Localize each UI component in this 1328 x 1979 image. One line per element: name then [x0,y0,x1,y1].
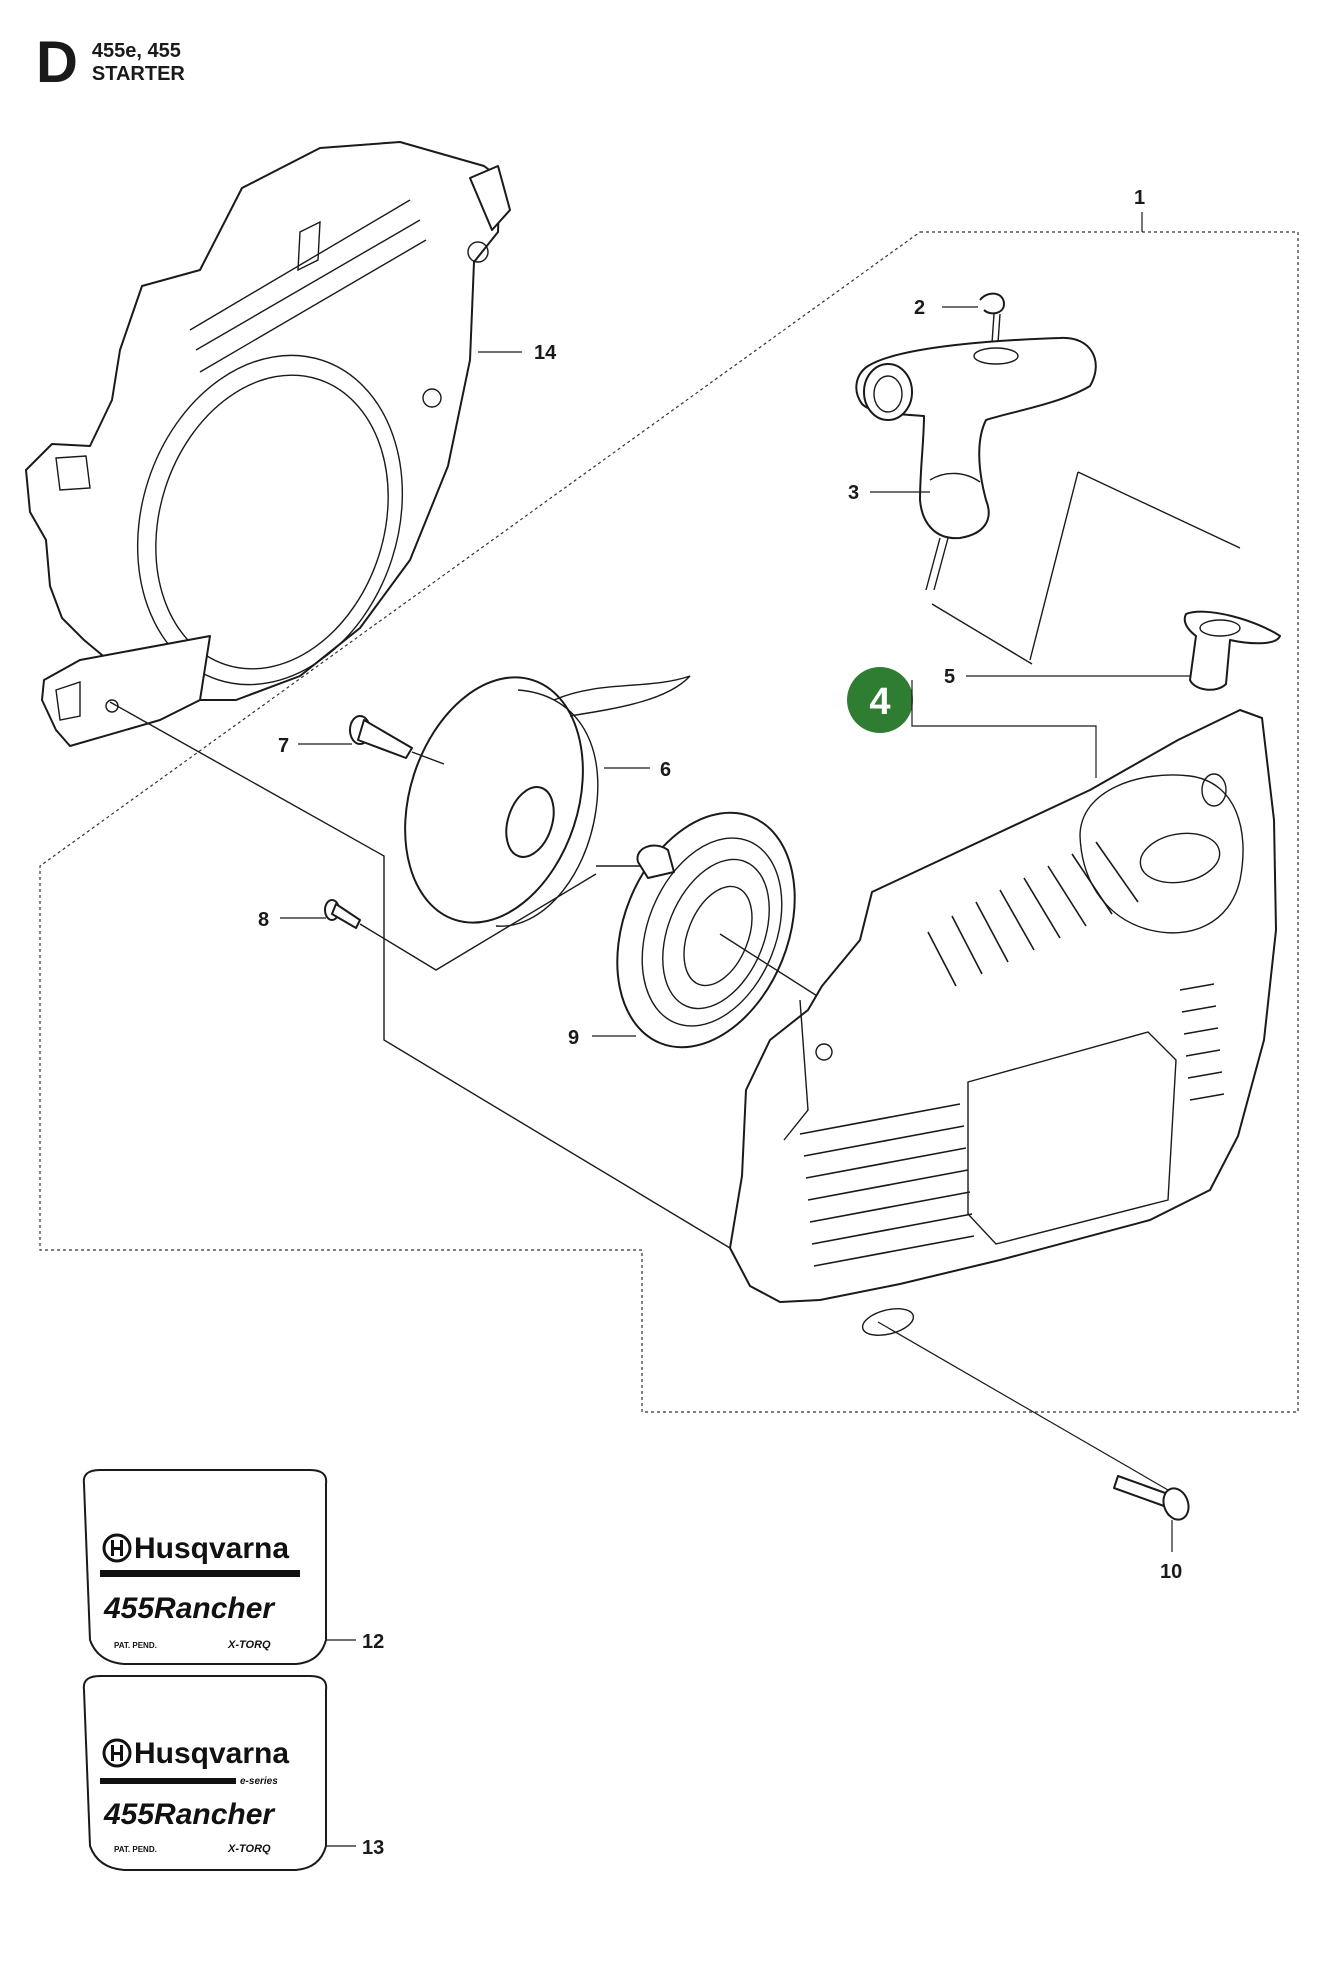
decal-13-brand: Husqvarna [134,1737,289,1770]
part-12-decal: Husqvarna 455Rancher PAT. PEND. X-TORQ [82,1469,328,1665]
part-3-starter-handle [855,336,1097,591]
part-13-decal: Husqvarna e-series 455Rancher PAT. PEND.… [82,1675,328,1871]
decal-12-xtorq: X-TORQ [227,1639,271,1651]
decal-13-xtorq: X-TORQ [227,1843,271,1855]
callout-13: 13 [362,1837,384,1859]
recoil-starter-housing [729,709,1277,1336]
decal-12-model: 455Rancher [103,1592,276,1625]
decal-13-pat: PAT. PEND. [114,1845,157,1854]
model-numbers: 455e, 455 [91,40,181,62]
callout-12: 12 [362,1631,384,1653]
diagram-title: STARTER [91,63,185,85]
decal-13-model: 455Rancher [103,1798,276,1831]
callout-9: 9 [568,1027,579,1049]
callout-6: 6 [660,759,671,781]
husqvarna-logo-icon [102,1738,132,1768]
callout-3: 3 [848,482,859,504]
husqvarna-logo-icon [102,1533,132,1563]
callout-14: 14 [534,342,557,364]
grille-right [1179,983,1225,1101]
part-8-screw [324,899,361,929]
callout-2: 2 [914,297,925,319]
decal-12-pat: PAT. PEND. [114,1641,157,1650]
grille-upper [927,841,1139,987]
callout-5: 5 [944,666,955,688]
callout-8: 8 [258,909,269,931]
page-header: D 455e, 455 STARTER [36,30,185,95]
callout-1: 1 [1134,187,1145,209]
header-lines: 455e, 455 STARTER [92,38,185,86]
item-4-badge: 4 [847,667,913,733]
part-5-rope-guide [1183,610,1281,691]
callout-7: 7 [278,735,289,757]
assembly-1-outline [39,231,1299,1413]
callout-4: 4 [869,681,890,723]
part-7-screw [349,715,413,759]
part-9-recoil-spring [596,811,796,1049]
grille-left [799,1103,975,1267]
part-6-pulley [404,675,691,927]
section-letter: D [36,30,78,95]
callout-10: 10 [1160,1561,1182,1583]
part-14-blower-housing [25,141,511,747]
part-10-bolt [1113,1475,1190,1521]
decal-12-brand: Husqvarna [134,1532,289,1565]
decal-13-series: e-series [240,1776,278,1787]
